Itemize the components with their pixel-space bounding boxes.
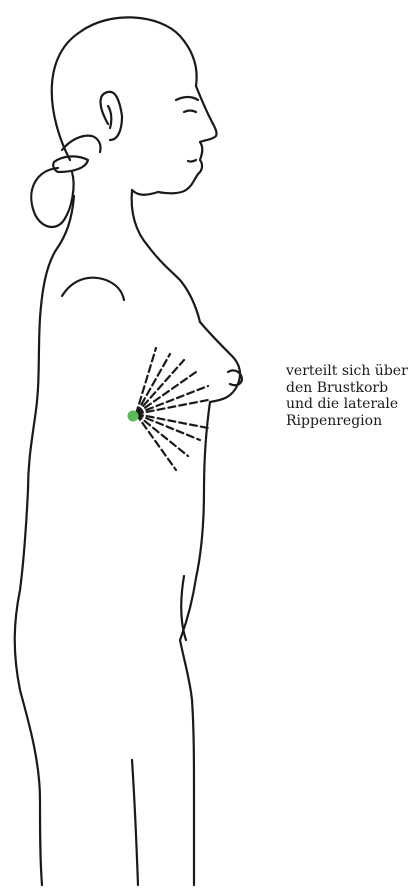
breast-outline [200,322,240,402]
arm-stub [62,278,124,300]
hair-band [53,156,88,172]
referral-annotation: verteilt sich über den Brustkorb und die… [286,363,416,429]
ray-5 [136,386,208,414]
ray-7 [136,414,208,428]
mouth [188,160,196,162]
shoulder-front [148,246,200,322]
trigger-point-dot [128,411,139,422]
jaw-line [132,190,158,195]
hip-crease [181,576,186,640]
face-profile [158,86,217,193]
neck-front [132,190,148,246]
annotation-line-2: den Brustkorb [286,380,416,397]
annotation-line-3: und die laterale [286,396,416,413]
ponytail [31,168,73,227]
leg-line [132,760,138,885]
front-torso [180,402,210,885]
eye [184,111,196,113]
hair-line [62,136,101,152]
eyebrow [176,97,198,100]
pain-referral-rays [136,348,208,470]
back-contour [15,196,74,885]
annotation-line-4: Rippenregion [286,413,416,430]
ray-2 [136,354,170,414]
head-outline [52,17,197,160]
annotation-line-1: verteilt sich über [286,363,416,380]
